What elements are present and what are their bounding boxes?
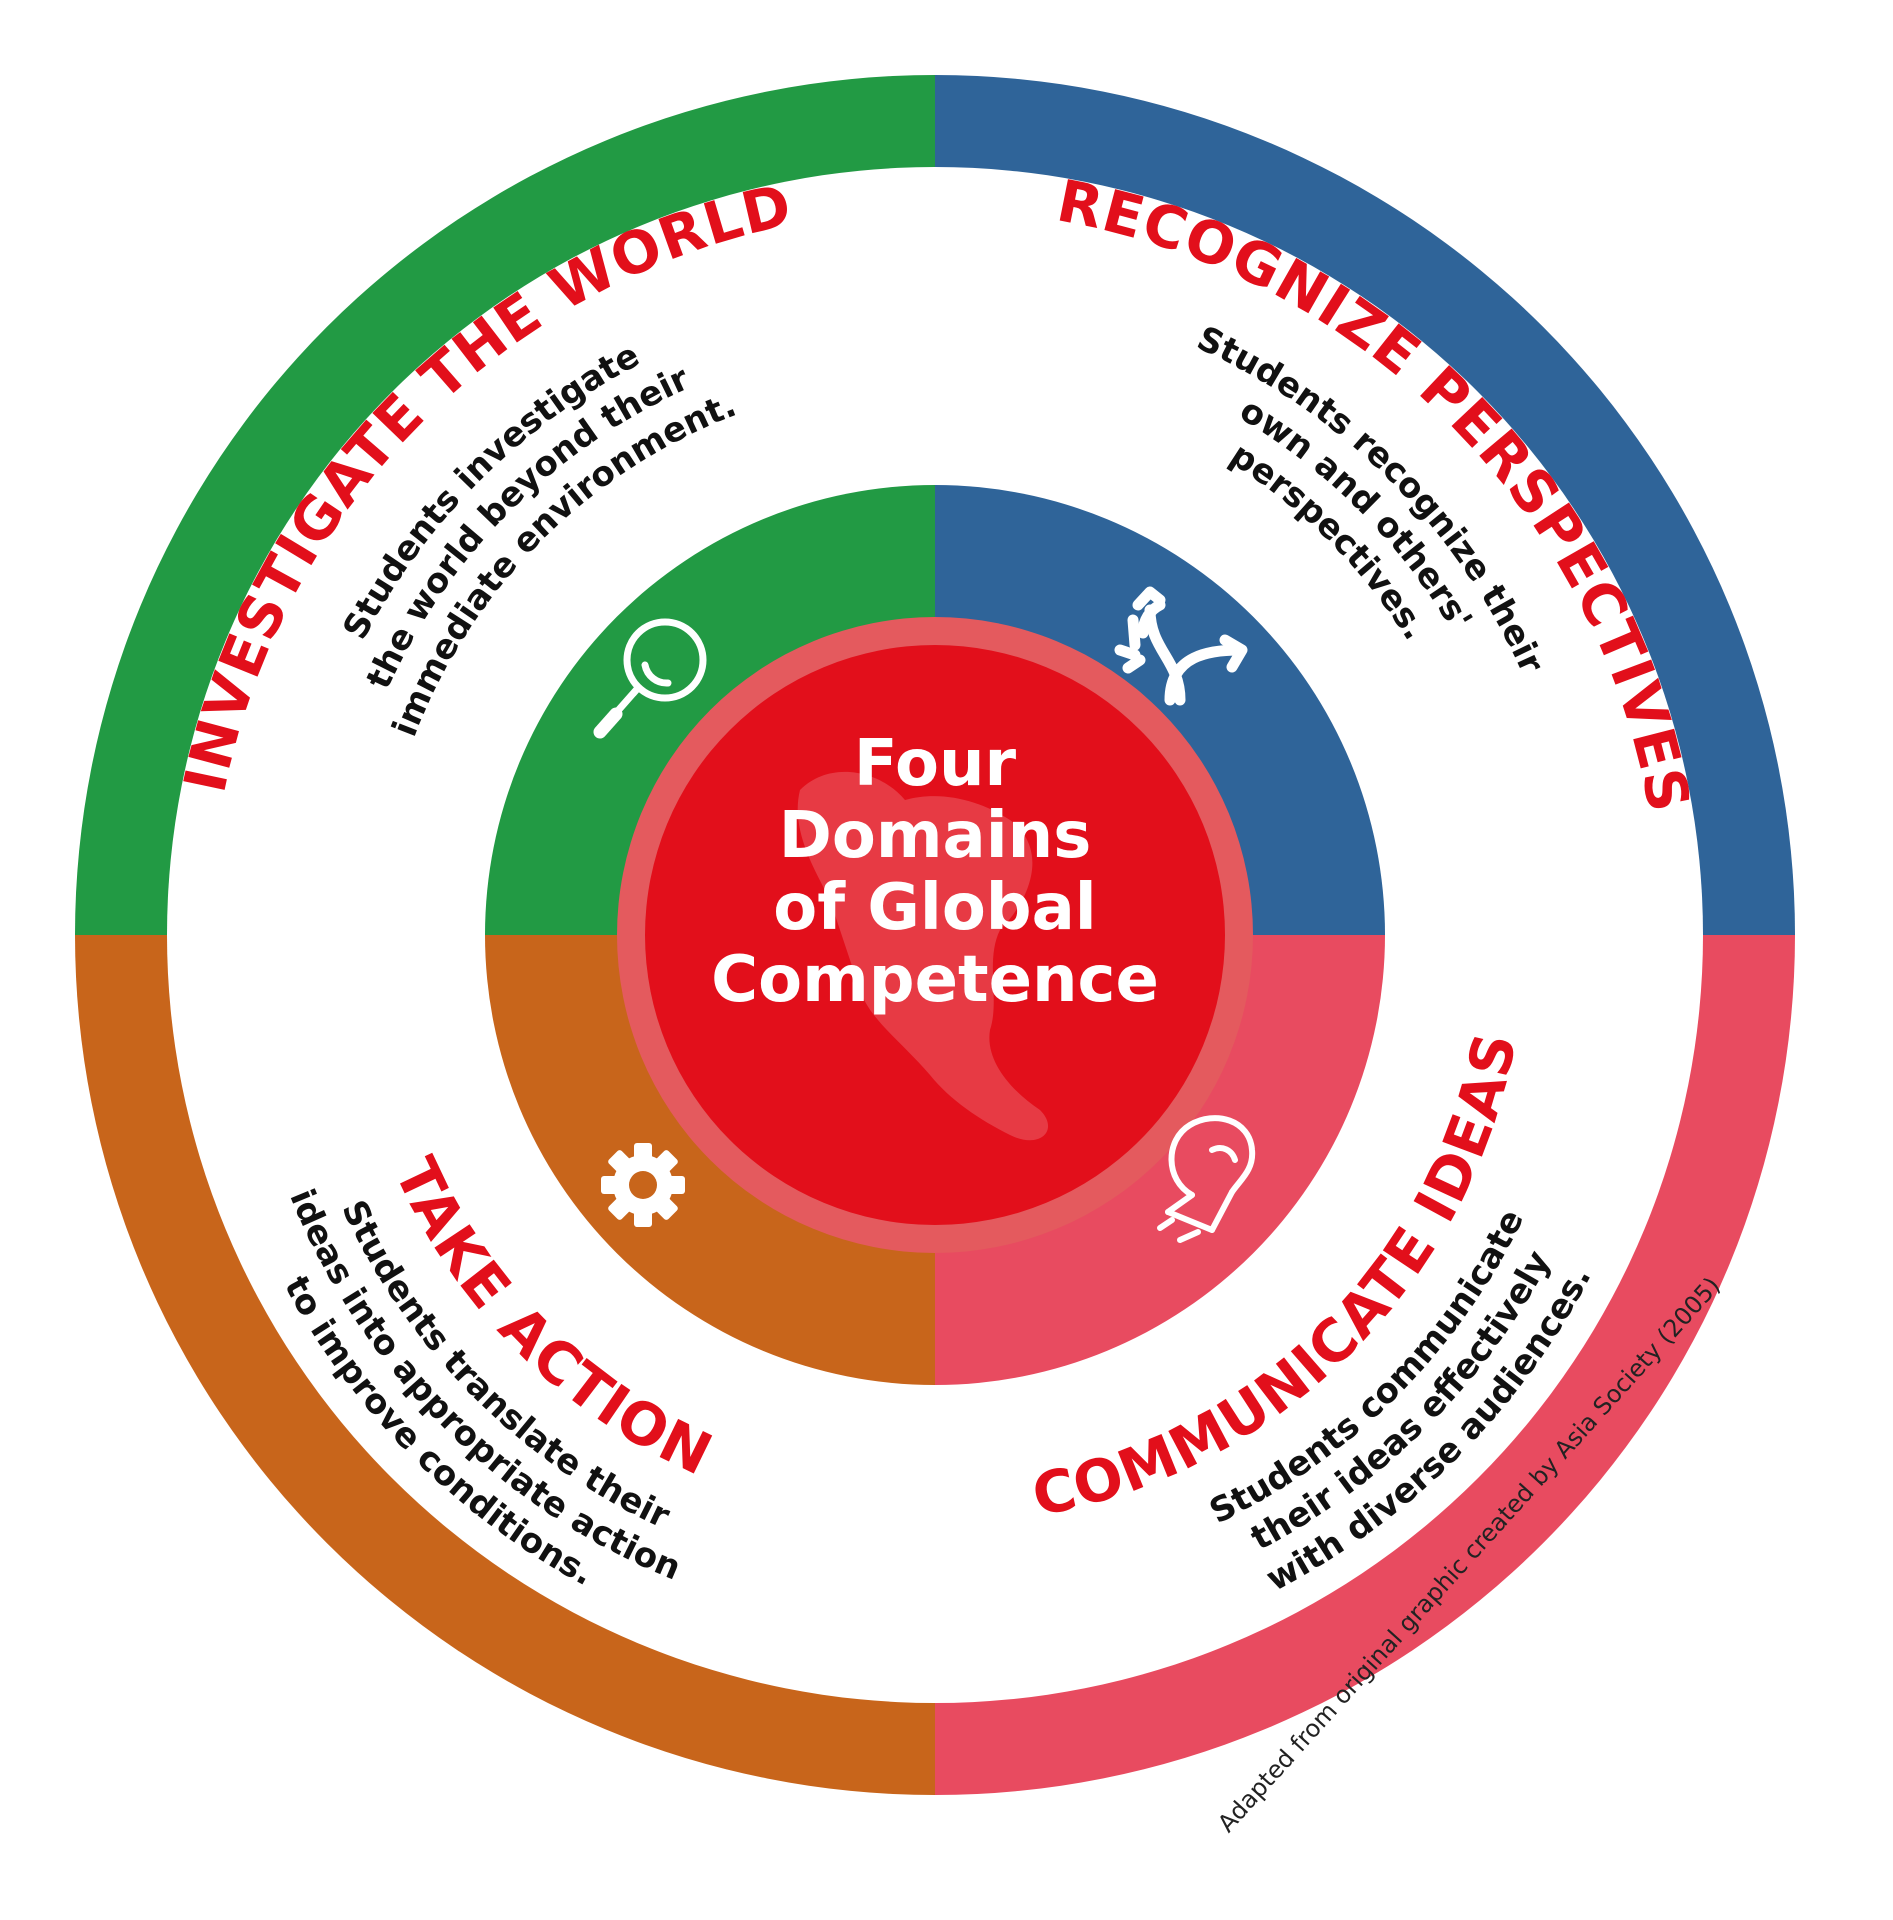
lightbulb-icon	[1157, 1115, 1256, 1243]
gear-icon	[601, 1143, 685, 1227]
center-line-2: Domains	[779, 799, 1092, 873]
crossing-arrows-icon	[1114, 586, 1248, 706]
globe-map-watermark	[797, 771, 1049, 1141]
center-disc: Four Domains of Global Competence	[617, 617, 1253, 1253]
center-core	[645, 645, 1225, 1225]
gear-hole	[629, 1171, 657, 1199]
center-line-4: Competence	[711, 943, 1159, 1017]
center-line-1: Four	[854, 727, 1017, 801]
magnifier-icon	[593, 618, 707, 739]
center-line-3: of Global	[773, 871, 1096, 945]
